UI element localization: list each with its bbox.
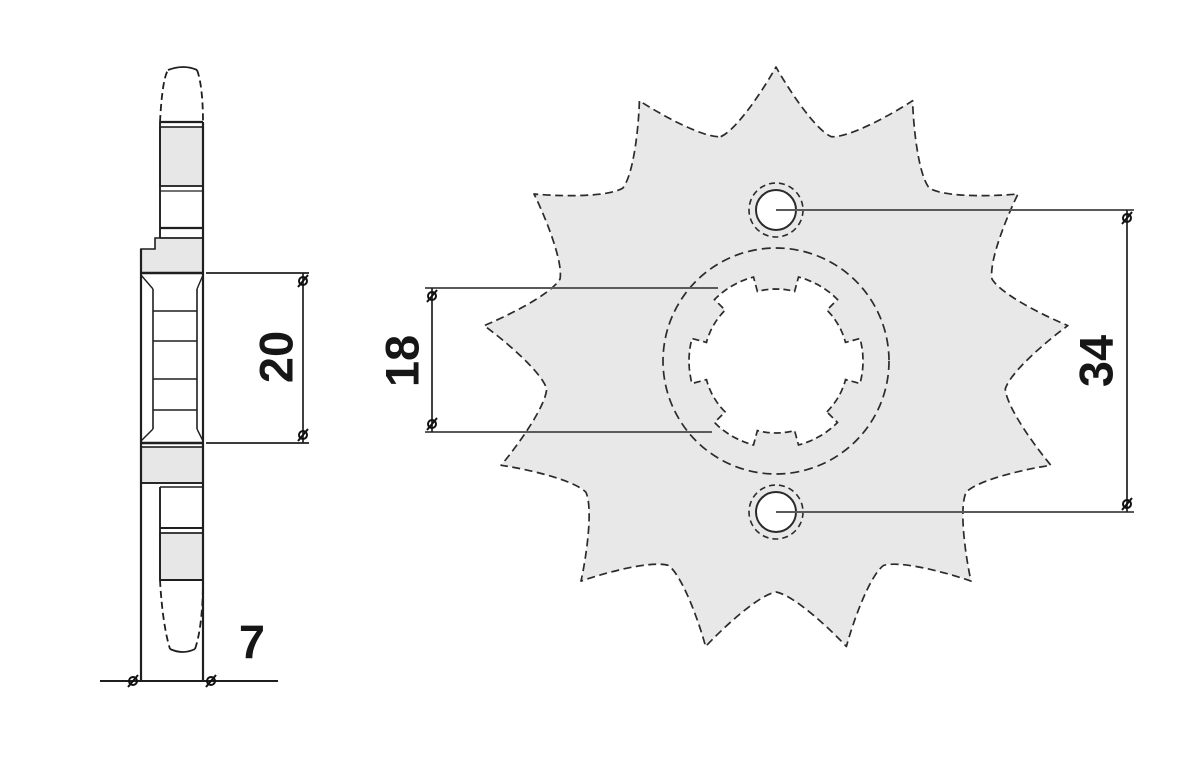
dimension-plate-thickness xyxy=(100,674,278,688)
dim-arrow xyxy=(427,419,437,429)
dim-arrow xyxy=(205,674,217,688)
dim-arrow xyxy=(297,274,309,288)
dim-arrow xyxy=(1121,211,1133,225)
dim-label-spline-bore: 18 xyxy=(375,334,429,388)
side-chamfer xyxy=(140,274,154,290)
dim-arrow xyxy=(127,674,139,688)
dim-arrow xyxy=(298,276,308,286)
dim-arrow xyxy=(1122,213,1132,223)
dim-arrow xyxy=(1121,497,1133,511)
side-band-gray-2 xyxy=(159,532,204,581)
dim-arrow xyxy=(298,430,308,440)
dim-label-plate-thickness: 7 xyxy=(238,615,266,669)
side-band-gray-1 xyxy=(159,126,204,187)
side-tooth-cap-bottom xyxy=(194,579,204,650)
side-tooth-cap-top xyxy=(159,69,169,123)
side-hub-boss-upper xyxy=(140,237,204,274)
side-tooth-cap-top xyxy=(196,69,204,123)
spline-bore xyxy=(688,275,864,447)
dim-arrow xyxy=(426,289,438,303)
side-chamfer xyxy=(196,428,204,442)
dim-arrow xyxy=(1122,499,1132,509)
side-section-view xyxy=(139,66,205,681)
side-hub-boss-lower xyxy=(140,446,204,484)
hole-leader-lines xyxy=(776,209,1134,513)
dim-arrow xyxy=(297,428,309,442)
dimension-spline-bore xyxy=(426,288,438,432)
side-tooth-cap-top xyxy=(167,66,198,71)
spline-extension-lines xyxy=(425,287,718,433)
dimension-bolt-hole-spacing xyxy=(1121,210,1133,512)
side-tooth-cap-bottom xyxy=(169,648,196,653)
dim-arrow xyxy=(426,417,438,431)
side-chamfer xyxy=(140,428,154,442)
dimension-hub-section-height xyxy=(206,272,309,444)
side-tooth-cap-bottom xyxy=(159,579,171,650)
side-chamfer xyxy=(196,274,204,290)
hub-circle xyxy=(662,247,890,475)
dim-label-bolt-hole-spacing: 34 xyxy=(1069,334,1123,388)
dim-arrow xyxy=(128,676,138,686)
dim-arrow xyxy=(427,291,437,301)
dim-arrow xyxy=(206,676,216,686)
dim-label-hub-section-height: 20 xyxy=(249,330,303,384)
